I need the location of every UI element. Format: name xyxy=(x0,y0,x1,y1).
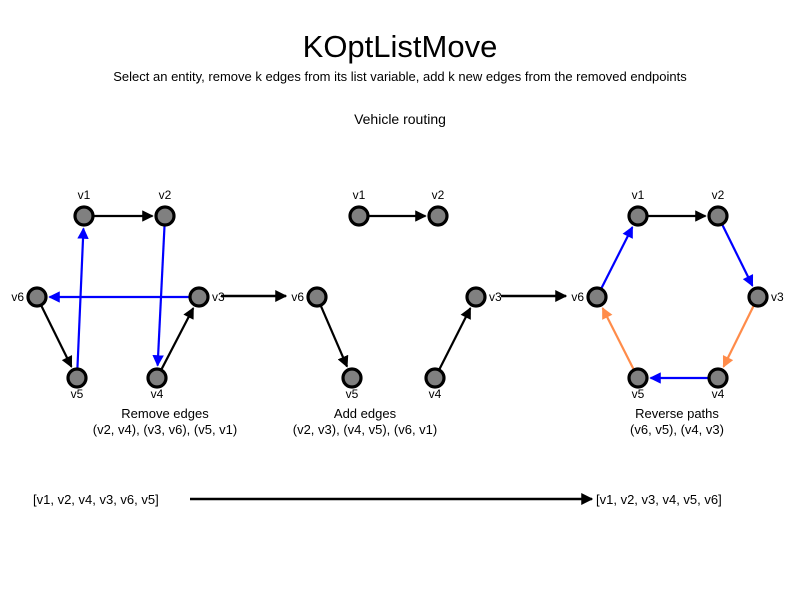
node-circle-reverse-v6[interactable] xyxy=(586,286,608,308)
node-circle-add-v1[interactable] xyxy=(348,205,370,227)
node-label-add-v1: v1 xyxy=(353,188,366,202)
list-after-value: [v1, v2, v3, v4, v5, v6] xyxy=(596,492,722,507)
caption-reverse-paths: Reverse paths (v6, v5), (v4, v3) xyxy=(527,406,800,438)
edge-remove-v4-to-v3 xyxy=(160,307,195,371)
node-circle-reverse-v3[interactable] xyxy=(747,286,769,308)
node-add-v4[interactable]: v4 xyxy=(424,367,446,401)
node-circle-remove-v2[interactable] xyxy=(154,205,176,227)
node-circle-add-v6[interactable] xyxy=(306,286,328,308)
node-label-add-v4: v4 xyxy=(429,387,442,401)
node-circle-reverse-v5[interactable] xyxy=(627,367,649,389)
node-circle-reverse-v2[interactable] xyxy=(707,205,729,227)
node-reverse-v4[interactable]: v4 xyxy=(707,367,729,401)
caption-add-detail: (v2, v3), (v4, v5), (v6, v1) xyxy=(292,422,438,437)
node-circle-remove-v4[interactable] xyxy=(146,367,168,389)
edge-reverse-v5-to-v6 xyxy=(601,307,635,371)
node-reverse-v1[interactable]: v1 xyxy=(627,188,649,227)
edge-reverse-v2-to-v3 xyxy=(721,224,754,287)
list-before-value: [v1, v2, v4, v3, v6, v5] xyxy=(33,492,159,507)
caption-add-title: Add edges xyxy=(333,406,397,421)
node-remove-v4[interactable]: v4 xyxy=(146,367,168,401)
edge-add-v6-to-v5 xyxy=(319,305,349,368)
node-add-v1[interactable]: v1 xyxy=(348,188,370,227)
node-circle-add-v5[interactable] xyxy=(341,367,363,389)
page-title: KOptListMove xyxy=(302,29,498,64)
node-remove-v1[interactable]: v1 xyxy=(73,188,95,227)
node-circle-remove-v3[interactable] xyxy=(188,286,210,308)
caption-reverse-detail: (v6, v5), (v4, v3) xyxy=(630,422,724,437)
caption-add-edges: Add edges (v2, v3), (v4, v5), (v6, v1) xyxy=(215,406,515,438)
node-circle-add-v4[interactable] xyxy=(424,367,446,389)
node-reverse-v5[interactable]: v5 xyxy=(627,367,649,401)
page-subtitle: Select an entity, remove k edges from it… xyxy=(113,69,687,84)
node-label-remove-v2: v2 xyxy=(159,188,172,202)
edges-group xyxy=(40,210,755,384)
node-label-remove-v1: v1 xyxy=(78,188,91,202)
edge-remove-v5-to-v1 xyxy=(76,227,89,369)
node-circle-remove-v6[interactable] xyxy=(26,286,48,308)
node-label-remove-v3: v3 xyxy=(212,290,225,304)
node-label-reverse-v6: v6 xyxy=(571,290,584,304)
nodes-group: v1 v2 v3 v4 v5 v6 v1 v2 v3 v4 v5 v6 v1 v2 v3 v4 v5 v6 xyxy=(11,188,784,401)
edge-remove-v6-to-v5 xyxy=(40,305,73,368)
node-label-remove-v4: v4 xyxy=(151,387,164,401)
node-remove-v2[interactable]: v2 xyxy=(154,188,176,227)
edge-reverse-v6-to-v1 xyxy=(600,226,634,290)
caption-reverse-title: Reverse paths xyxy=(635,406,719,421)
node-label-reverse-v3: v3 xyxy=(771,290,784,304)
node-add-v5[interactable]: v5 xyxy=(341,367,363,401)
node-label-add-v3: v3 xyxy=(489,290,502,304)
node-circle-remove-v1[interactable] xyxy=(73,205,95,227)
edge-remove-v2-to-v4 xyxy=(152,225,166,367)
node-remove-v3[interactable]: v3 xyxy=(188,286,225,308)
node-label-add-v2: v2 xyxy=(432,188,445,202)
edge-add-v4-to-v3 xyxy=(438,307,472,371)
node-label-reverse-v5: v5 xyxy=(632,387,645,401)
node-add-v6[interactable]: v6 xyxy=(291,286,328,308)
node-label-remove-v5: v5 xyxy=(71,387,84,401)
node-label-reverse-v1: v1 xyxy=(632,188,645,202)
edge-reverse-v3-to-v4 xyxy=(722,305,755,368)
node-reverse-v2[interactable]: v2 xyxy=(707,188,729,227)
caption-remove-edges: Remove edges (v2, v4), (v3, v6), (v5, v1… xyxy=(15,406,315,438)
node-label-reverse-v4: v4 xyxy=(712,387,725,401)
node-circle-reverse-v4[interactable] xyxy=(707,367,729,389)
node-remove-v6[interactable]: v6 xyxy=(11,286,48,308)
node-add-v2[interactable]: v2 xyxy=(427,188,449,227)
node-remove-v5[interactable]: v5 xyxy=(66,367,88,401)
caption-remove-title: Remove edges xyxy=(121,406,209,421)
node-label-remove-v6: v6 xyxy=(11,290,24,304)
node-reverse-v3[interactable]: v3 xyxy=(747,286,784,308)
node-circle-remove-v5[interactable] xyxy=(66,367,88,389)
node-reverse-v6[interactable]: v6 xyxy=(571,286,608,308)
caption-remove-detail: (v2, v4), (v3, v6), (v5, v1) xyxy=(92,422,238,437)
node-label-add-v6: v6 xyxy=(291,290,304,304)
domain-label: Vehicle routing xyxy=(354,111,446,127)
node-circle-add-v3[interactable] xyxy=(465,286,487,308)
node-circle-reverse-v1[interactable] xyxy=(627,205,649,227)
node-label-reverse-v2: v2 xyxy=(712,188,725,202)
node-circle-add-v2[interactable] xyxy=(427,205,449,227)
node-add-v3[interactable]: v3 xyxy=(465,286,502,308)
node-label-add-v5: v5 xyxy=(346,387,359,401)
